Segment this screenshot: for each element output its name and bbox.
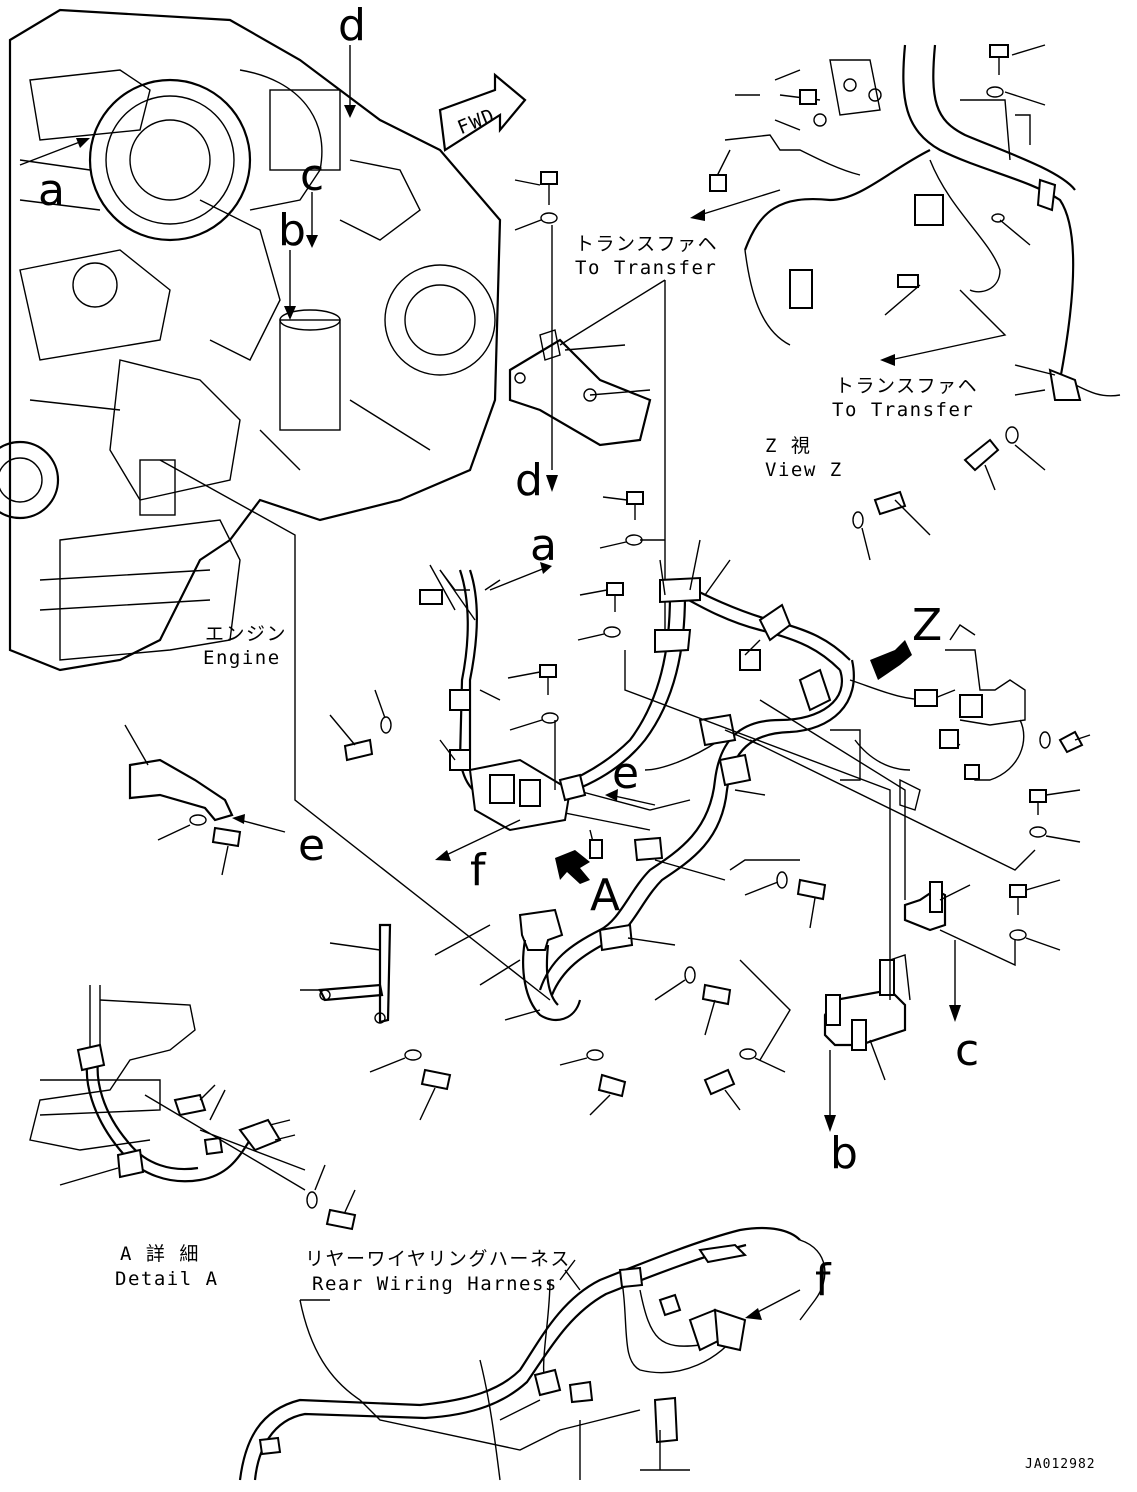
upper-bracket [508, 329, 652, 447]
ref-e-left: e [298, 820, 325, 871]
to-transfer-label-jp-2: トランスファヘ [835, 375, 978, 397]
main-harness [419, 569, 961, 996]
ref-d-engine: d [338, 0, 366, 51]
engine-label-jp: エンジン [205, 623, 287, 645]
view-z-bolts [884, 44, 1056, 491]
engine-illustration [0, 8, 502, 672]
detail-a-label-jp: A 詳 細 [120, 1243, 200, 1265]
engine-ref-arrows [19, 45, 356, 320]
ref-c-engine: c [300, 150, 324, 201]
to-transfer-label-jp-1: トランスファヘ [575, 233, 718, 255]
right-connector-cluster [830, 624, 1091, 811]
engine-label-en: Engine [203, 647, 281, 669]
view-z-label-jp: Z 視 [765, 435, 811, 457]
view-z-label-en: View Z [765, 459, 843, 481]
leader-lines [159, 459, 1036, 1061]
detail-a-label-en: Detail A [115, 1268, 219, 1290]
view-z-harness [709, 44, 1121, 401]
to-transfer-label-en-1: To Transfer [575, 257, 717, 279]
bracket-c [903, 789, 1081, 1022]
ref-a-engine: a [38, 165, 65, 216]
bolt-top-center [514, 171, 558, 492]
ref-f-harness: f [470, 845, 487, 896]
ref-b-engine: b [278, 205, 306, 256]
rear-harness-label-jp: リヤーワイヤリングハーネス [305, 1248, 571, 1270]
left-bracket-e [124, 724, 286, 876]
ref-c-bracket: c [955, 1025, 979, 1076]
ref-a-harness: a [530, 520, 557, 571]
ref-z: Z [912, 600, 942, 651]
fwd-arrow: FWD [438, 72, 527, 152]
ref-d-bracket: d [515, 455, 543, 506]
rear-harness-illustration [238, 1226, 826, 1481]
rear-harness-label-en: Rear Wiring Harness [312, 1273, 558, 1295]
bracket-b [823, 954, 911, 1132]
ref-b-bracket: b [830, 1128, 858, 1179]
detail-a-illustration [29, 985, 357, 1231]
ref-f-rear: f [815, 1255, 832, 1306]
to-transfer-label-en-2: To Transfer [832, 399, 974, 421]
drawing-number: JA012982 [1025, 1457, 1096, 1472]
ref-detail-a-arrow: A [590, 870, 620, 921]
fwd-label: FWD [454, 104, 498, 139]
center-bolts [329, 490, 931, 790]
lower-center-parts [300, 859, 827, 1121]
